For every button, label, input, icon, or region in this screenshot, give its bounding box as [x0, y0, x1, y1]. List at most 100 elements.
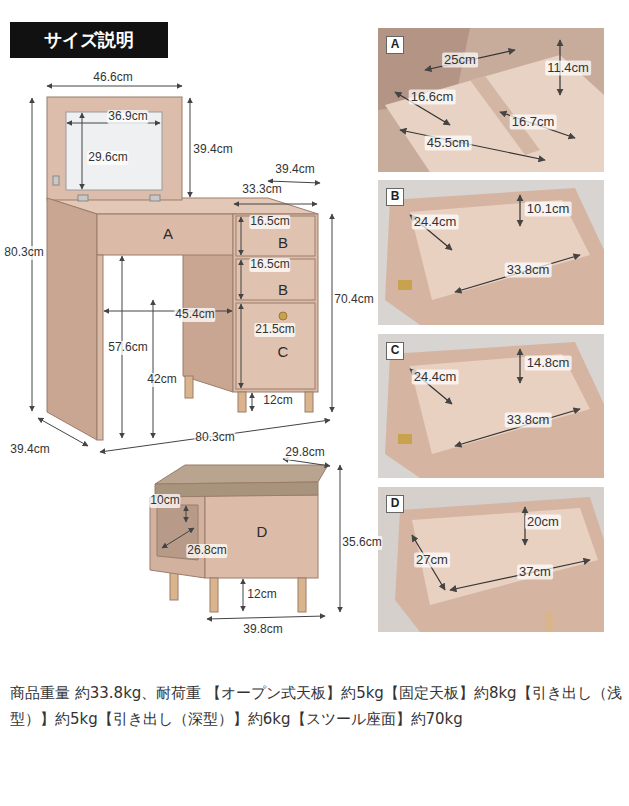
art-shape: [82, 113, 83, 189]
desk-apron: A: [97, 214, 233, 255]
art-shape: [243, 579, 244, 611]
part-letter: B: [391, 190, 400, 204]
art-shape: [47, 198, 97, 440]
dimension-text: 11.4cm: [545, 61, 591, 76]
art-shape: [153, 300, 154, 438]
photo-dimension-lines: [395, 40, 590, 590]
art-shape: [97, 255, 103, 440]
title-tab: サイズ説明: [10, 22, 168, 58]
dimension-lines: [32, 86, 340, 619]
photo-panel: 10.1cm24.4cm33.8cmB: [378, 180, 604, 325]
part-letter: B: [278, 234, 288, 251]
dimension-text: 21.5cm: [254, 323, 295, 337]
art-shape: [97, 214, 233, 255]
dimension-text: 24.4cm: [412, 370, 459, 385]
art-shape: [233, 214, 318, 392]
art-shape: [236, 216, 315, 256]
art-shape: [252, 393, 253, 411]
dimension-label: 10cm: [149, 494, 180, 508]
dimension-label: 33.3cm: [241, 183, 282, 197]
dimension-label: 80.3cm: [194, 431, 235, 445]
art-shape: [236, 259, 315, 300]
dimension-label: 80.3cm: [3, 246, 44, 260]
dimension-label: 39.8cm: [242, 623, 283, 637]
caption-box: 商品重量 約33.8kg、耐荷重 【オープン式天板】約5kg【固定天板】約8kg…: [10, 680, 622, 732]
dimension-label: 46.6cm: [92, 71, 133, 85]
art-shape: [378, 180, 604, 325]
art-shape: [412, 508, 598, 605]
part-letter: D: [391, 497, 400, 511]
art-shape: [378, 334, 604, 478]
dimension-label: 57.6cm: [107, 341, 148, 355]
art-shape: [332, 214, 333, 412]
stool: [150, 465, 328, 612]
art-shape: [398, 434, 412, 444]
art-shape: [425, 50, 515, 70]
art-shape: [210, 578, 218, 612]
art-shape: [398, 280, 412, 290]
dimension-text: 10.1cm: [525, 202, 572, 217]
art-shape: [78, 195, 88, 201]
art-shape: [519, 349, 520, 383]
art-shape: [385, 342, 604, 478]
art-shape: [410, 200, 590, 300]
art-shape: [185, 376, 193, 398]
dimension-label: 29.8cm: [284, 446, 325, 460]
art-shape: [234, 204, 317, 205]
dimension-label: 39.4cm: [9, 443, 50, 457]
part-letter: C: [278, 343, 289, 360]
dimension-text: 24.4cm: [412, 215, 459, 230]
dimension-text: 37cm: [517, 565, 553, 580]
art-shape: [150, 195, 160, 201]
dimension-text: 20cm: [525, 515, 561, 530]
dimension-label: 26.8cm: [186, 544, 227, 558]
art-shape: [236, 303, 315, 389]
art-shape: [47, 97, 182, 200]
dressing-table: [47, 97, 318, 440]
panel-tag: C: [386, 342, 404, 360]
panel-tag: A: [386, 36, 404, 54]
dimension-text: 33.8cm: [505, 413, 552, 428]
art-shape: [378, 487, 604, 632]
art-shape: [545, 612, 553, 632]
title-text: サイズ説明: [44, 29, 134, 50]
dimension-text: 14.8cm: [525, 356, 572, 371]
panel-tag: D: [386, 495, 404, 513]
art-shape: [47, 86, 182, 87]
art-shape: [241, 260, 242, 299]
dimension-label: 36.9cm: [107, 110, 148, 124]
art-shape: [241, 217, 242, 255]
art-shape: [385, 188, 604, 325]
art-shape: [519, 195, 520, 226]
art-shape: [205, 495, 318, 578]
dimension-label: 12cm: [246, 588, 277, 602]
photo-panel: 25cm11.4cm16.6cm16.7cm45.5cmA: [378, 28, 604, 172]
art-shape: [38, 418, 88, 446]
photo-a: [378, 28, 604, 172]
art-shape: [395, 497, 604, 632]
art-shape: [450, 560, 590, 590]
art-shape: [400, 130, 545, 160]
drawer-front: 16.5cmB: [233, 214, 318, 258]
spec-note: 商品重量 約33.8kg、耐荷重 【オープン式天板】約5kg【固定天板】約8kg…: [10, 680, 622, 732]
photo-c: [378, 334, 604, 478]
art-shape: [155, 465, 328, 484]
art-shape: [190, 98, 191, 197]
art-shape: [283, 459, 330, 466]
art-shape: [378, 28, 604, 172]
art-shape: [305, 392, 313, 412]
dimension-label: 12cm: [262, 394, 293, 408]
art-shape: [298, 578, 306, 612]
dimension-text: 16.6cm: [409, 90, 456, 105]
art-shape: [53, 176, 59, 185]
part-letter: A: [163, 225, 173, 242]
art-shape: [410, 354, 590, 454]
part-letter: D: [257, 523, 268, 540]
art-shape: [238, 392, 246, 412]
art-shape: [455, 255, 580, 292]
drawer-front: 16.5cmB: [233, 258, 318, 302]
part-letter: C: [391, 344, 400, 358]
photo-d: [378, 487, 604, 632]
art-shape: [455, 409, 580, 446]
